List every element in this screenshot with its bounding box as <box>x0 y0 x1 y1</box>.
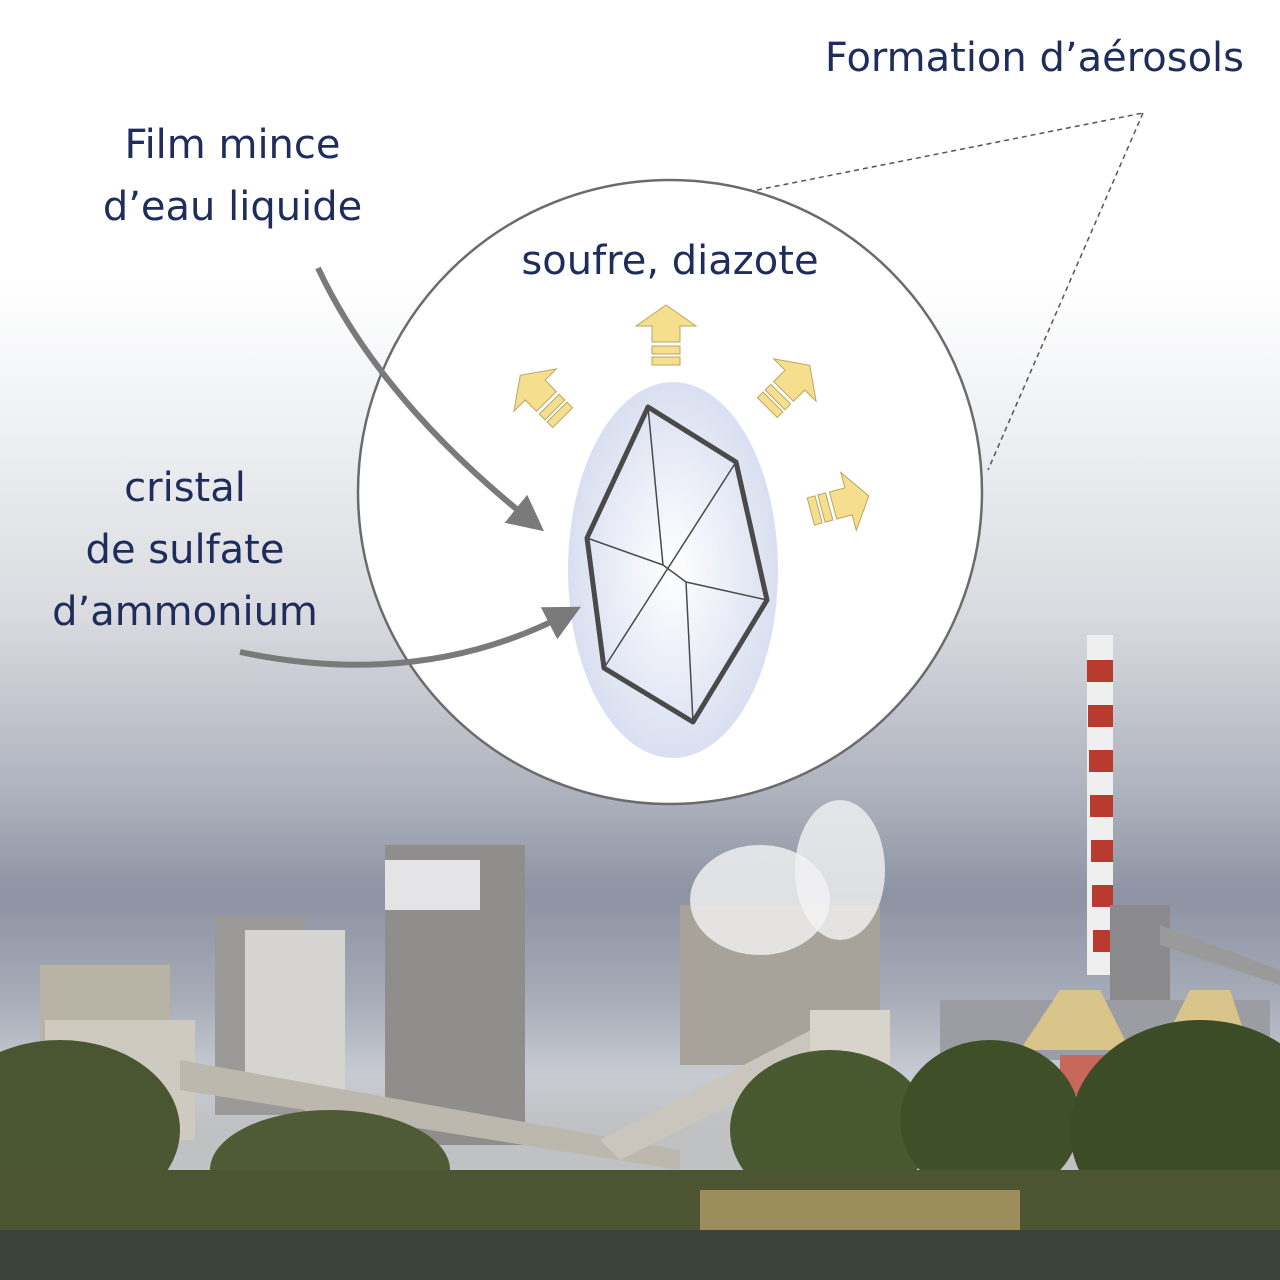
callout-dashed-line <box>756 112 1144 191</box>
film-pointer-arrow <box>315 266 545 532</box>
trees-and-river <box>0 1020 1280 1280</box>
title: Formation d’aérosols <box>824 35 1244 81</box>
emission-arrow-right-icon <box>806 470 870 533</box>
emission-arrows <box>513 304 870 533</box>
film-label-line1: Film mince <box>124 122 341 168</box>
emissions-label: soufre, diazote <box>521 238 819 284</box>
crystal-pointer-arrow <box>239 606 581 668</box>
callout-dashed-line <box>987 112 1144 471</box>
film-label-line2: d’eau liquide <box>102 184 363 230</box>
film-label: Film mince d’eau liquide <box>100 114 365 238</box>
factory-silhouette <box>40 635 1280 1170</box>
crystal-label-line3: d’ammonium <box>52 589 318 635</box>
crystal-label-line1: cristal <box>124 465 246 511</box>
water-film-ellipse <box>568 382 778 758</box>
crystal-label-line2: de sulfate <box>85 527 285 573</box>
emission-arrow-upright-icon <box>756 358 817 419</box>
crystal-label: cristal de sulfate d’ammonium <box>45 457 325 643</box>
emission-arrow-up-icon <box>634 304 698 366</box>
emission-arrow-upleft-icon <box>513 368 574 429</box>
crystal-icon <box>584 404 770 725</box>
